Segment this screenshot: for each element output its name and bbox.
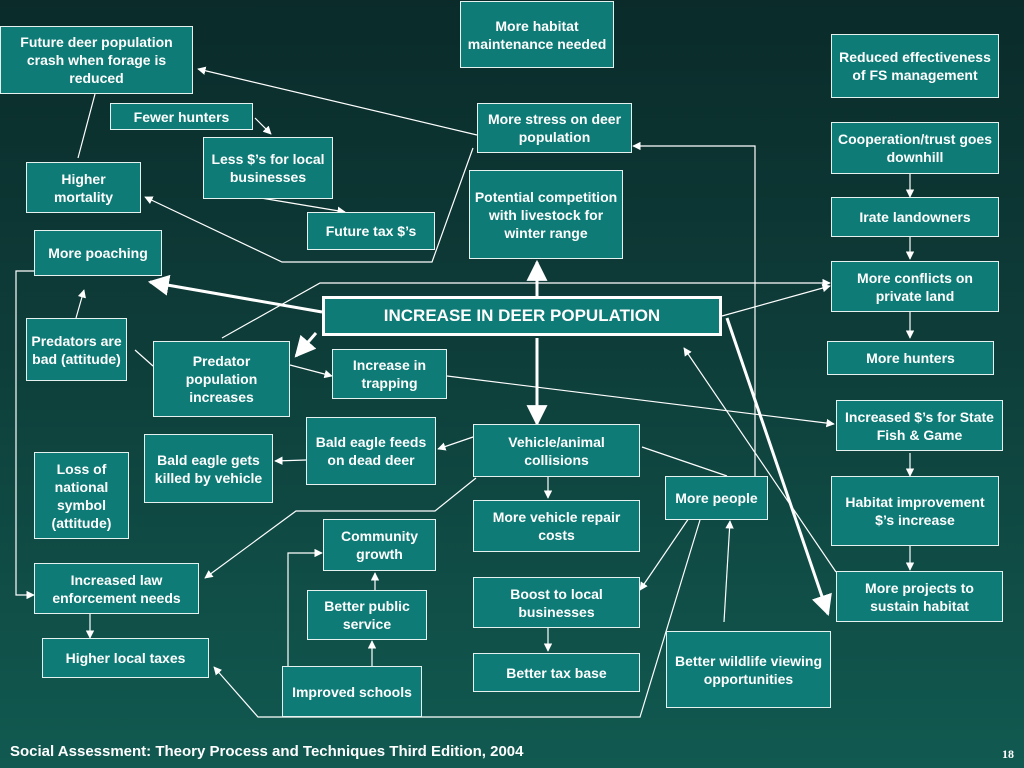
arrow-fewer-hunters-to-less-dollars: [254, 117, 272, 135]
node-more-habitat-maintenance: More habitat maintenance needed: [460, 1, 614, 68]
arrow-predator-to-predators-bad: [134, 349, 154, 367]
arrow-trapping-to-fish-game: [446, 375, 835, 428]
node-irate-landowners: Irate landowners: [831, 197, 999, 237]
node-potential-competition: Potential competition with livestock for…: [469, 170, 623, 259]
node-habitat-improvement: Habitat improvement $’s increase: [831, 476, 999, 546]
arrow-stress-to-crash: [197, 66, 478, 136]
arrow-less-dollars-to-future-tax: [254, 196, 346, 215]
node-higher-mortality: Higher mortality: [26, 162, 141, 213]
node-more-hunters: More hunters: [827, 341, 994, 375]
node-bald-eagle-killed: Bald eagle gets killed by vehicle: [144, 434, 273, 503]
arrow-wildlife-to-people: [723, 520, 734, 623]
node-reduced-fs-effectiveness: Reduced effectiveness of FS management: [831, 34, 999, 98]
arrow-main-to-poaching: [147, 274, 323, 314]
node-more-vehicle-repair: More vehicle repair costs: [473, 500, 640, 552]
node-more-projects: More projects to sustain habitat: [836, 571, 1003, 622]
arrow-poaching-to-law: [15, 270, 35, 600]
node-future-tax: Future tax $’s: [307, 212, 435, 250]
node-community-growth: Community growth: [323, 519, 436, 571]
arrow-stress-to-mortality: [144, 147, 474, 263]
page-number: 18: [1002, 747, 1014, 761]
node-boost-local: Boost to local businesses: [473, 577, 640, 628]
arrow-collisions-to-law: [204, 477, 477, 579]
arrow-predator-to-trapping: [289, 364, 333, 379]
node-better-public-service: Better public service: [307, 590, 427, 640]
arrow-eagle-feeds-to-killed: [274, 456, 307, 465]
arrow-crash-to-mortality: [77, 93, 96, 159]
node-more-people: More people: [665, 476, 768, 520]
node-predator-increases: Predator population increases: [153, 341, 290, 417]
node-increase-trapping: Increase in trapping: [332, 349, 447, 399]
node-cooperation-trust: Cooperation/trust goes downhill: [831, 122, 999, 174]
node-more-poaching: More poaching: [34, 230, 162, 276]
arrow-people-to-taxes: [213, 519, 701, 718]
arrow-schools-to-community: [287, 548, 323, 666]
node-fewer-hunters: Fewer hunters: [110, 103, 253, 130]
node-better-wildlife: Better wildlife viewing opportunities: [666, 631, 831, 708]
node-bald-eagle-feeds: Bald eagle feeds on dead deer: [306, 417, 436, 485]
node-more-stress: More stress on deer population: [477, 103, 632, 153]
arrow-main-to-conflicts: [721, 283, 831, 317]
arrow-projects-to-main: [683, 347, 837, 573]
arrow-collisions-to-people: [641, 446, 728, 477]
node-improved-schools: Improved schools: [282, 666, 422, 717]
node-better-tax-base: Better tax base: [473, 653, 640, 692]
node-more-conflicts: More conflicts on private land: [831, 261, 999, 312]
arrow-people-to-stress: [632, 141, 756, 476]
node-increased-law: Increased law enforcement needs: [34, 563, 199, 614]
node-predators-bad: Predators are bad (attitude): [26, 318, 127, 381]
node-loss-national-symbol: Loss of national symbol (attitude): [34, 452, 129, 539]
arrow-collisions-to-eagle-feeds: [437, 436, 474, 451]
arrow-predators-bad-to-poaching: [75, 289, 86, 319]
node-increased-fish-game: Increased $’s for State Fish & Game: [836, 400, 1003, 451]
node-higher-local-taxes: Higher local taxes: [42, 638, 209, 678]
footer-citation: Social Assessment: Theory Process and Te…: [10, 743, 524, 760]
arrow-predator-to-conflicts: [221, 278, 831, 339]
arrow-main-to-predators: [294, 332, 318, 358]
node-increase-in-deer-population: INCREASE IN DEER POPULATION: [322, 296, 722, 336]
node-future-deer-crash: Future deer population crash when forage…: [0, 26, 193, 94]
node-less-dollars-local: Less $’s for local businesses: [203, 137, 333, 199]
node-vehicle-collisions: Vehicle/animal collisions: [473, 424, 640, 477]
arrow-main-to-projects: [725, 317, 832, 616]
